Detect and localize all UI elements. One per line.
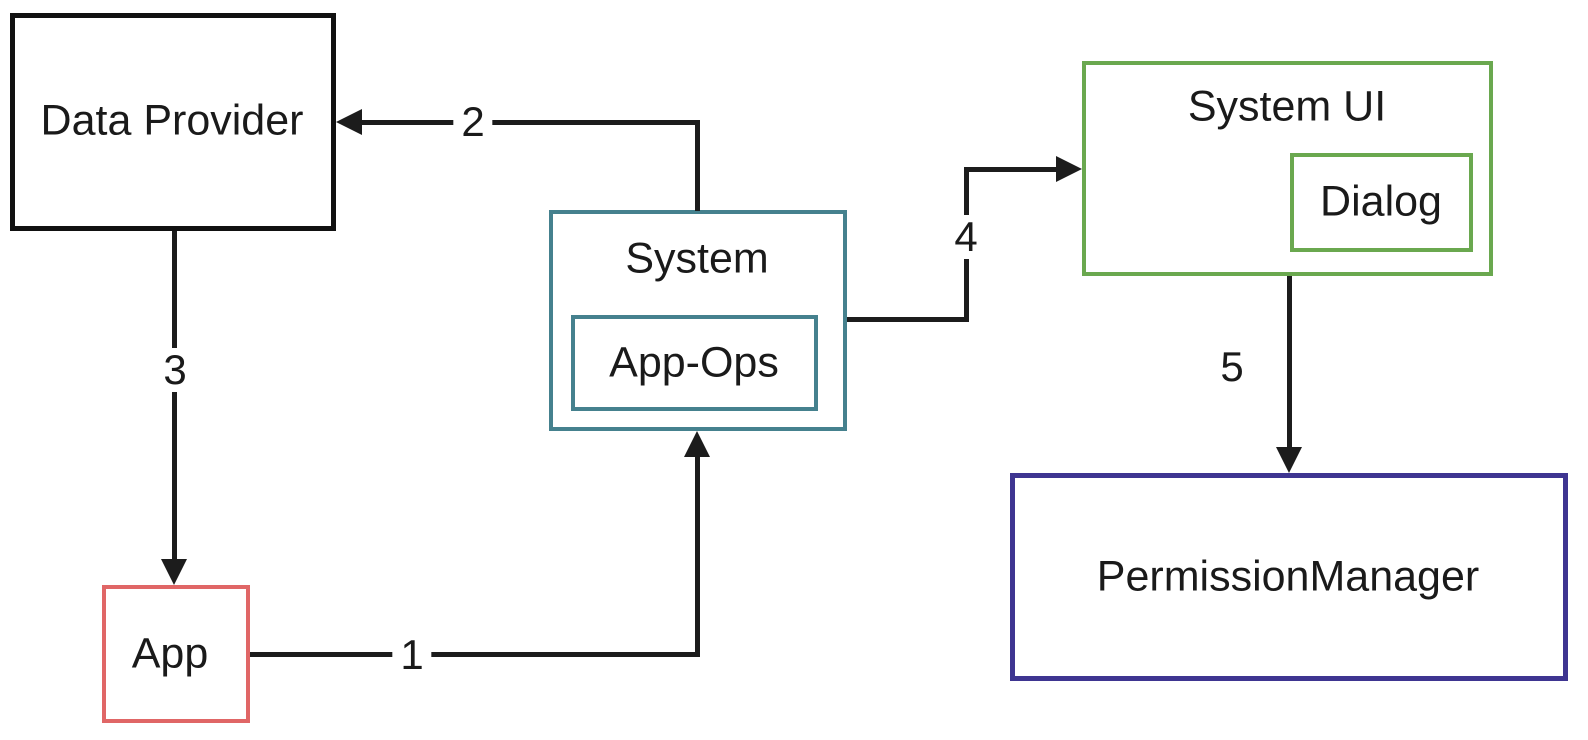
edge-4-label: 4	[946, 215, 986, 259]
node-data-provider-label: Data Provider	[40, 96, 304, 145]
edge-1-arrowhead-up	[684, 431, 710, 457]
node-data-provider	[10, 13, 336, 231]
node-system-label: System	[625, 234, 769, 283]
node-permission-manager-label: PermissionManager	[1096, 552, 1480, 601]
edge-5-segment-vertical	[1287, 276, 1292, 451]
edge-2-arrowhead-left	[336, 109, 362, 135]
node-app-label: App	[131, 629, 209, 678]
edge-4-segment-horizontal-upper	[964, 167, 1058, 172]
edge-2-label: 2	[453, 100, 493, 144]
edge-4-segment-horizontal-lower	[847, 317, 969, 322]
edge-3-arrowhead-down	[161, 559, 187, 585]
edge-3-label: 3	[155, 348, 195, 392]
edge-5-label: 5	[1220, 343, 1244, 390]
edge-1-segment-vertical	[695, 452, 700, 656]
edge-5-arrowhead-down	[1276, 447, 1302, 473]
node-system-ui-label: System UI	[1187, 82, 1387, 131]
node-dialog	[1290, 153, 1473, 252]
node-dialog-label: Dialog	[1320, 177, 1442, 226]
edge-1-segment-horizontal	[250, 652, 700, 657]
edge-3-segment-vertical	[172, 231, 177, 561]
edge-2-segment-horizontal	[360, 120, 700, 125]
edge-2-segment-vertical	[695, 123, 700, 211]
node-app	[102, 585, 250, 723]
node-app-ops-label: App-Ops	[609, 338, 779, 387]
edge-4-arrowhead-right	[1056, 156, 1082, 182]
node-permission-manager	[1010, 473, 1568, 681]
node-app-ops	[571, 315, 818, 411]
edge-1-label: 1	[392, 633, 432, 677]
